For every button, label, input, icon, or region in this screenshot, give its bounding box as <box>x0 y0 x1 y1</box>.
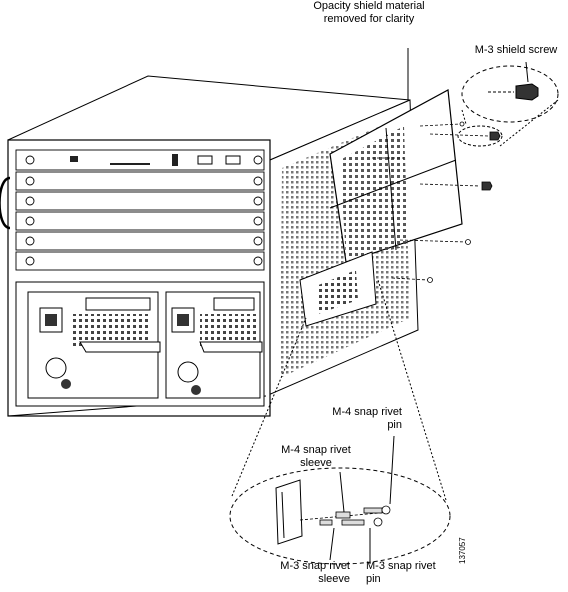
label-m3-pin-line1: M-3 snap rivet <box>366 560 436 572</box>
psu2-switch <box>177 361 199 383</box>
label-opacity-shield-line2: removed for clarity <box>323 13 415 25</box>
rivet-panel <box>275 479 303 545</box>
label-m3-pin-line2: pin <box>366 573 381 585</box>
chassis-handle <box>0 176 11 230</box>
label-m4-sleeve-line1: M-4 snap rivet <box>281 444 351 456</box>
label-m3-sleeve-line2: sleeve <box>318 573 350 585</box>
label-m4-pin-line2: pin <box>387 419 402 431</box>
label-m3-shield-screw: M-3 shield screw <box>474 44 558 56</box>
label-opacity-shield-line1: Opacity shield material <box>313 0 425 12</box>
shield-screw-detail-ellipse <box>461 65 559 123</box>
label-m4-snap-rivet-sleeve: M-4 snap rivet sleeve <box>268 444 364 470</box>
shield-screw-icon <box>515 83 539 101</box>
label-opacity-shield: Opacity shield material removed for clar… <box>300 0 438 26</box>
figure-id: 137057 <box>458 537 467 564</box>
label-m3-snap-rivet-pin: M-3 snap rivet pin <box>366 560 456 586</box>
label-m3-snap-rivet-sleeve: M-3 snap rivet sleeve <box>262 560 350 586</box>
psu1-switch <box>45 357 67 379</box>
line-card-slots <box>15 149 265 271</box>
label-m4-snap-rivet-pin: M-4 snap rivet pin <box>318 406 402 432</box>
shield-screws <box>372 121 501 283</box>
rivets <box>299 505 391 527</box>
supervisor-ports <box>70 154 241 166</box>
label-m3-sleeve-line1: M-3 snap rivet <box>280 560 350 572</box>
label-m4-sleeve-line2: sleeve <box>300 457 332 469</box>
slot-ejectors <box>25 155 263 266</box>
shield-screw-highlight <box>457 125 503 147</box>
label-m4-pin-line1: M-4 snap rivet <box>332 406 402 418</box>
